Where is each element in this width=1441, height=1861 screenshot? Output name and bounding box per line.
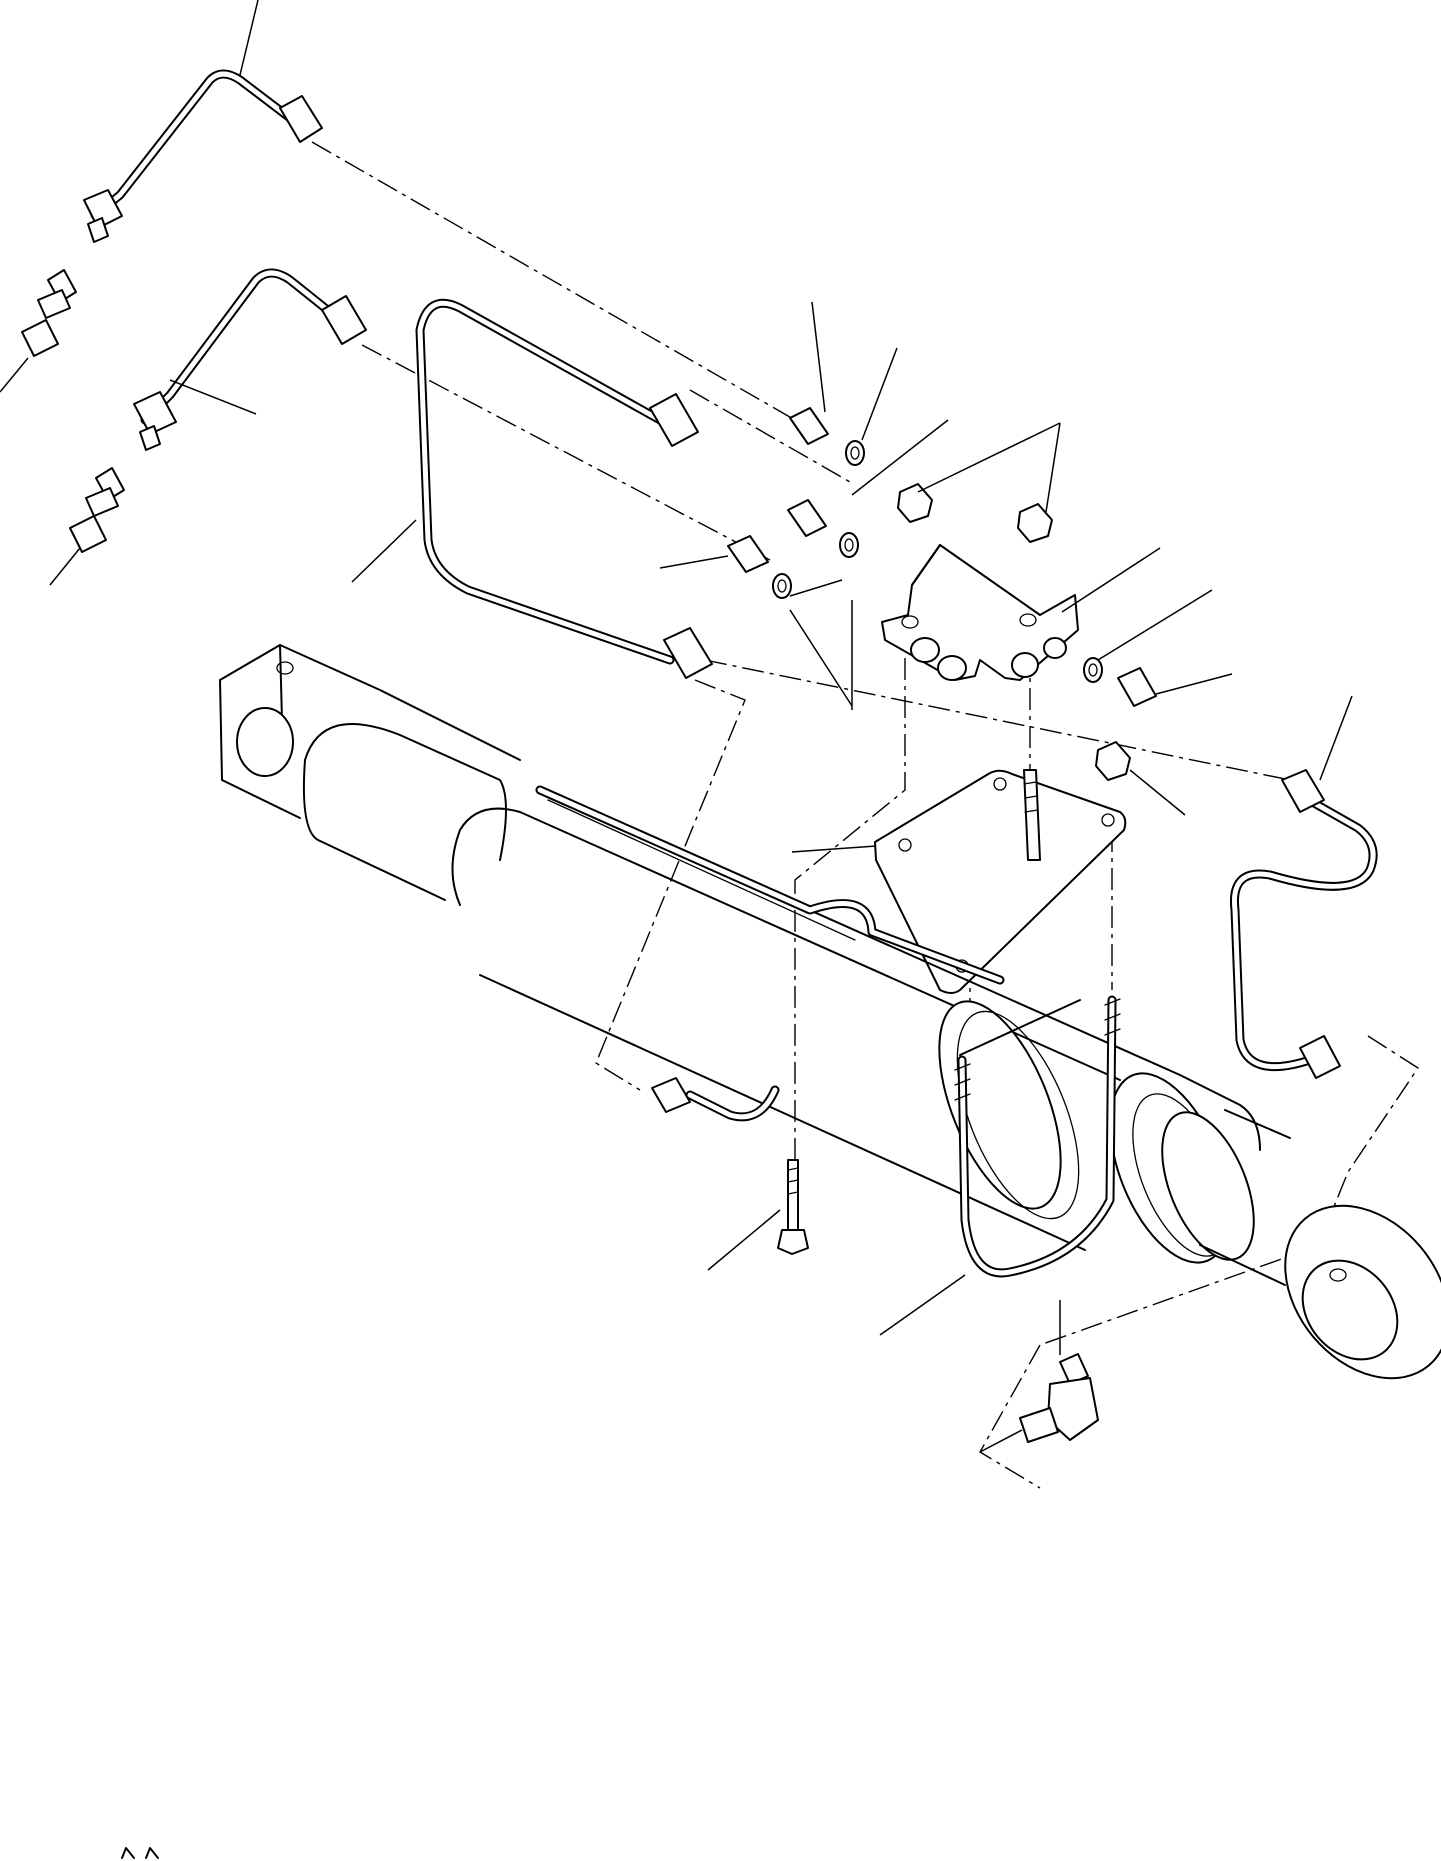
- rod-end-pipe: [651, 1077, 780, 1122]
- mounting-plate: [874, 769, 1127, 994]
- assembly-centerlines: [311, 141, 1419, 1489]
- cylinder-body: [219, 644, 1261, 1264]
- valve-block: [881, 544, 1079, 681]
- hydraulic-pipe-upper-1: [83, 69, 323, 243]
- u-bent-pipe: [415, 298, 713, 679]
- u-bolt-front: [954, 995, 1121, 1278]
- hydraulic-pipe-upper-2: [133, 268, 367, 451]
- block-nuts: [897, 483, 1131, 781]
- right-side-fittings: [1083, 657, 1157, 707]
- piston-rod: [1199, 1109, 1441, 1380]
- callout-leaders: [0, 0, 1353, 1453]
- swivel-fitting-upper-1: [21, 269, 77, 357]
- swivel-fitting-upper-2: [69, 467, 125, 553]
- cylinder-side-pipe: [535, 785, 1005, 985]
- connector-fittings: [727, 407, 865, 599]
- right-bent-pipe: [1229, 769, 1378, 1079]
- threaded-stud: [1023, 769, 1041, 861]
- bolt: [777, 1159, 809, 1255]
- elbow-fitting: [1019, 1353, 1099, 1443]
- cross-reference-mark: [121, 1847, 159, 1859]
